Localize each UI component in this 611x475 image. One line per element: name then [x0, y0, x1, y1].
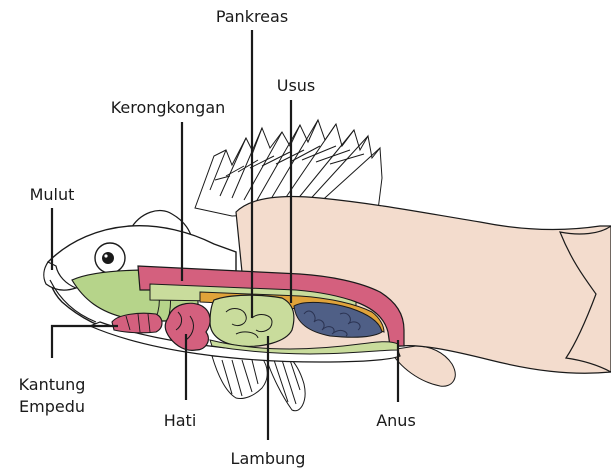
- label-lambung: Lambung: [231, 449, 306, 468]
- label-kerongkongan: Kerongkongan: [111, 98, 226, 117]
- label-usus: Usus: [277, 76, 316, 95]
- label-hati: Hati: [164, 411, 197, 430]
- fish-pupil: [102, 252, 114, 264]
- label-mulut: Mulut: [30, 185, 75, 204]
- eye-highlight: [104, 254, 107, 257]
- label-anus: Anus: [376, 411, 416, 430]
- label-pankreas: Pankreas: [216, 7, 288, 26]
- label-kantung-empedu-line1: Kantung: [19, 375, 86, 394]
- label-kantung-empedu-line2: Empedu: [19, 397, 85, 416]
